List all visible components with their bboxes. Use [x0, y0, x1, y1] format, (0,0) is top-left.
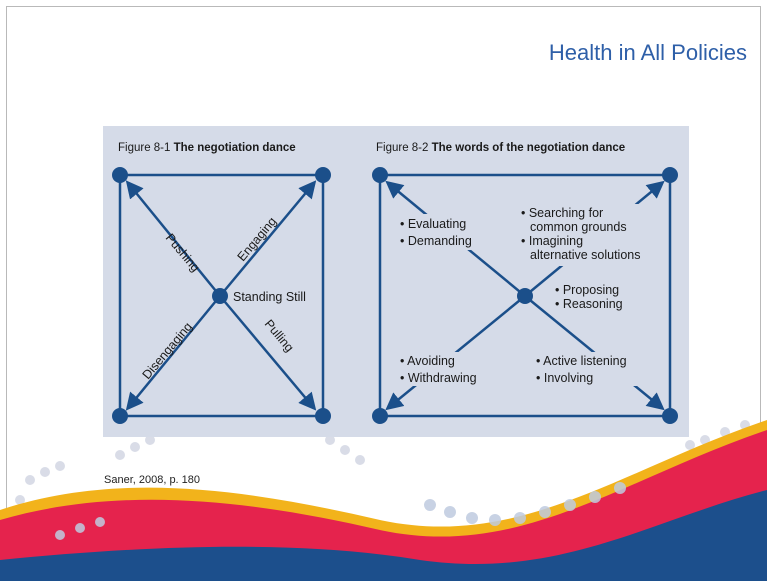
label-avoiding: • Avoiding — [400, 354, 455, 368]
corner-node — [315, 408, 331, 424]
figure-1-square — [118, 173, 325, 418]
figure-8-1: Figure 8-1 The negotiation dance Pushing… — [112, 142, 331, 424]
corner-node — [372, 408, 388, 424]
corner-node — [662, 167, 678, 183]
label-proposing: • Proposing — [555, 283, 619, 297]
figure-1-caption: Figure 8-1 The negotiation dance — [118, 142, 296, 154]
label-pushing: Pushing — [163, 231, 203, 275]
figure-2-square — [378, 173, 672, 418]
figure-2-caption: Figure 8-2 The words of the negotiation … — [376, 142, 625, 154]
corner-node — [112, 408, 128, 424]
label-withdrawing: • Withdrawing — [400, 371, 477, 385]
center-node — [212, 288, 228, 304]
people-pattern-decoration — [15, 420, 750, 505]
red-wave — [0, 430, 767, 581]
label-demanding: • Demanding — [400, 234, 472, 248]
label-alternative-solutions: alternative solutions — [530, 248, 640, 262]
label-backdrop — [397, 214, 487, 250]
arrow-pushing — [125, 180, 221, 297]
arrow-disengaging — [125, 295, 221, 411]
label-common-grounds: common grounds — [530, 220, 627, 234]
corner-node — [372, 167, 388, 183]
blue-wave — [0, 490, 767, 581]
label-backdrop — [533, 352, 651, 386]
slide-title: Health in All Policies — [548, 40, 747, 65]
label-engaging: Engaging — [235, 214, 280, 264]
label-disengaging: Disengaging — [140, 320, 195, 382]
figure-8-2: Figure 8-2 The words of the negotiation … — [372, 142, 678, 424]
citation: Saner, 2008, p. 180 — [104, 474, 201, 486]
label-backdrop — [397, 352, 497, 386]
corner-node — [112, 167, 128, 183]
corner-node — [315, 167, 331, 183]
label-backdrop — [518, 204, 666, 266]
label-standing-still: Standing Still — [233, 290, 306, 304]
label-reasoning: • Reasoning — [555, 297, 623, 311]
corner-node — [662, 408, 678, 424]
people-chain-decoration — [55, 482, 626, 540]
arrow-pulling — [219, 295, 317, 411]
label-pulling: Pulling — [262, 317, 297, 355]
center-node — [517, 288, 533, 304]
label-searching: • Searching for — [521, 206, 603, 220]
label-involving: • Involving — [536, 371, 593, 385]
label-evaluating: • Evaluating — [400, 217, 466, 231]
arrow-engaging — [219, 180, 317, 297]
label-active-listening: • Active listening — [536, 354, 627, 368]
label-imagining: • Imagining — [521, 234, 583, 248]
